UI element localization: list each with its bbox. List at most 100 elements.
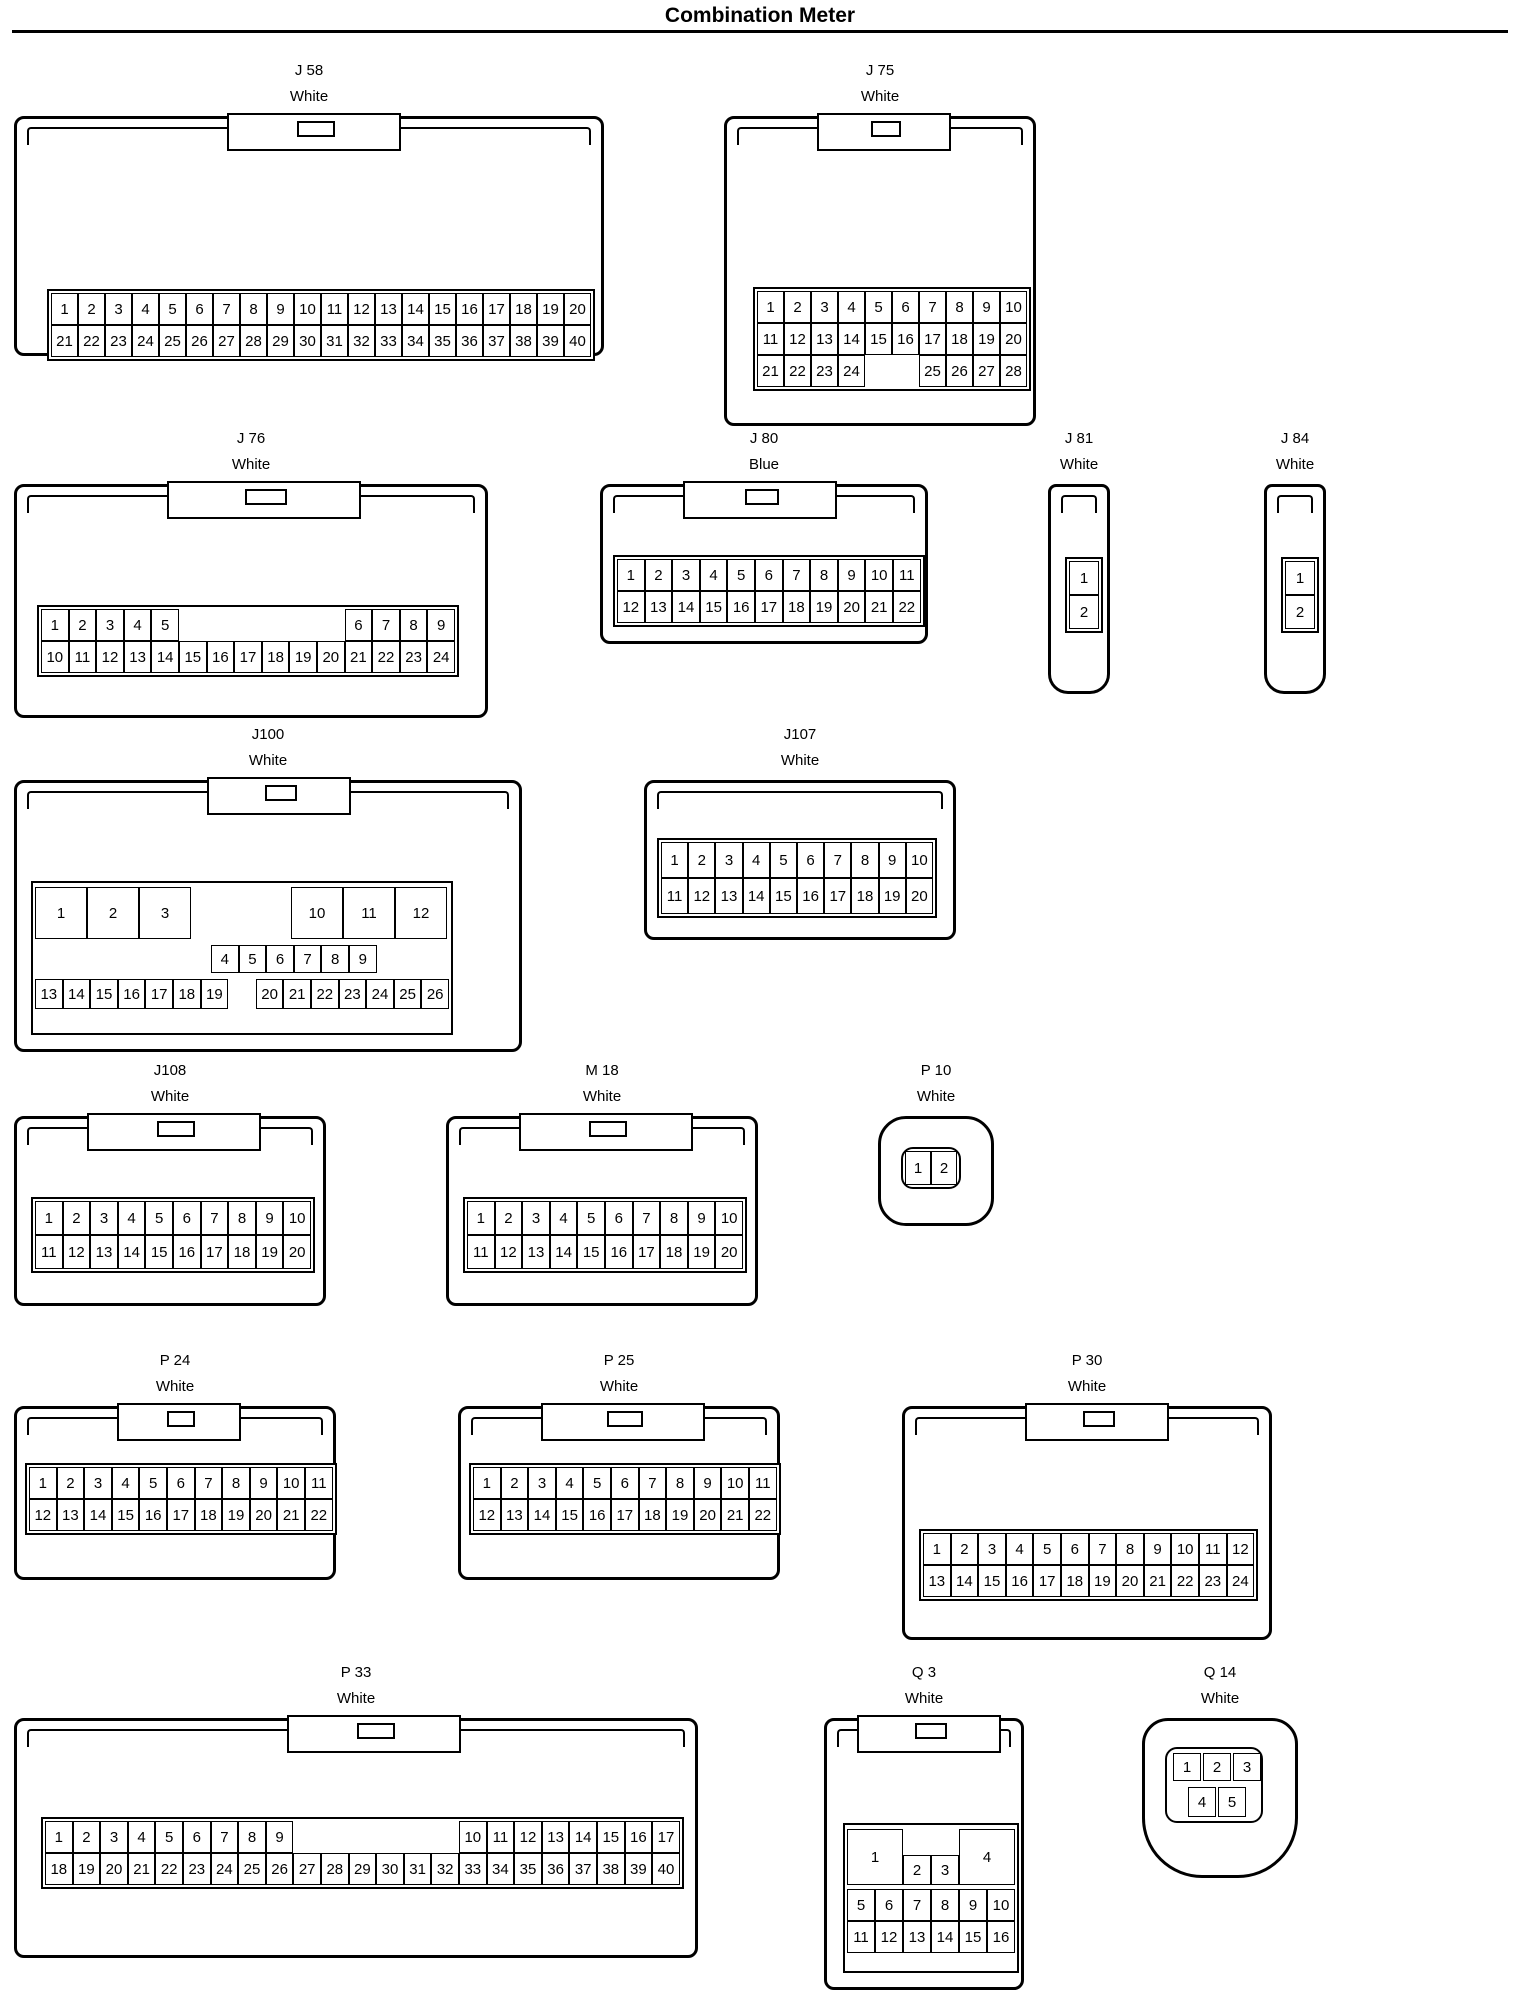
pin-19: 19 xyxy=(666,1499,694,1531)
connector-color: White xyxy=(1200,1690,1240,1707)
locking-tab xyxy=(519,1113,693,1151)
pin-20: 20 xyxy=(100,1853,128,1885)
pin-23: 23 xyxy=(183,1853,211,1885)
pin-20: 20 xyxy=(317,641,345,673)
pin-19: 19 xyxy=(72,1853,101,1885)
locking-tab xyxy=(541,1403,705,1441)
pin-7: 7 xyxy=(194,1467,223,1499)
pin-14: 14 xyxy=(742,878,770,914)
pin-23: 23 xyxy=(811,355,838,387)
pin-17: 17 xyxy=(167,1499,195,1531)
pin-5: 5 xyxy=(583,1467,611,1499)
pin-9: 9 xyxy=(837,559,866,591)
pin-6: 6 xyxy=(186,293,213,325)
pin-18: 18 xyxy=(173,979,201,1009)
pin-22: 22 xyxy=(1171,1565,1199,1597)
pin-36: 36 xyxy=(456,325,483,357)
pin-25: 25 xyxy=(159,325,186,357)
pin-12: 12 xyxy=(688,878,716,914)
pin-10: 10 xyxy=(291,887,343,939)
pin-7: 7 xyxy=(782,559,811,591)
pin-6: 6 xyxy=(875,1889,903,1921)
connector-color: White xyxy=(582,1088,622,1105)
pin-13: 13 xyxy=(811,323,838,355)
pin-4: 4 xyxy=(123,609,152,641)
pin-19: 19 xyxy=(878,878,906,914)
connector-id: J 76 xyxy=(236,430,266,447)
pin-20: 20 xyxy=(905,878,933,914)
connector-color: White xyxy=(231,456,271,473)
pin-15: 15 xyxy=(429,293,456,325)
pin-15: 15 xyxy=(597,1821,625,1853)
pin-13: 13 xyxy=(56,1499,85,1531)
connector-color: White xyxy=(1067,1378,1107,1395)
pin-15: 15 xyxy=(111,1499,140,1531)
pin-27: 27 xyxy=(213,325,240,357)
pin-12: 12 xyxy=(494,1235,523,1269)
pin-1: 1 xyxy=(473,1467,501,1499)
pin-18: 18 xyxy=(194,1499,223,1531)
pin-12: 12 xyxy=(617,591,645,623)
pin-10: 10 xyxy=(1000,291,1027,323)
pin-24: 24 xyxy=(210,1853,239,1885)
pin-16: 16 xyxy=(892,323,919,355)
pin-2: 2 xyxy=(87,887,139,939)
connector-id: J 81 xyxy=(1064,430,1094,447)
pin-10: 10 xyxy=(905,842,933,878)
pin-10: 10 xyxy=(987,1889,1015,1921)
pin-18: 18 xyxy=(1061,1565,1089,1597)
pin-29: 29 xyxy=(348,1853,377,1885)
pin-5: 5 xyxy=(769,842,797,878)
pin-8: 8 xyxy=(931,1889,959,1921)
pin-13: 13 xyxy=(644,591,673,623)
pin-37: 37 xyxy=(483,325,510,357)
pin-13: 13 xyxy=(522,1235,550,1269)
pin-7: 7 xyxy=(213,293,240,325)
pin-7: 7 xyxy=(919,291,946,323)
pin-37: 37 xyxy=(569,1853,597,1885)
pin-1: 1 xyxy=(1173,1753,1201,1781)
pin-23: 23 xyxy=(399,641,428,673)
pin-4: 4 xyxy=(111,1467,140,1499)
pin-10: 10 xyxy=(1171,1533,1199,1565)
pin-21: 21 xyxy=(283,979,311,1009)
pin-7: 7 xyxy=(372,609,400,641)
pin-30: 30 xyxy=(294,325,321,357)
pin-15: 15 xyxy=(179,641,207,673)
connector-id: Q 3 xyxy=(911,1664,937,1681)
pin-6: 6 xyxy=(167,1467,195,1499)
pin-1: 1 xyxy=(923,1533,951,1565)
pin-6: 6 xyxy=(605,1201,633,1235)
pin-18: 18 xyxy=(851,878,879,914)
pin-2: 2 xyxy=(1203,1753,1231,1781)
pin-4: 4 xyxy=(1188,1787,1216,1817)
pin-8: 8 xyxy=(399,609,428,641)
pin-35: 35 xyxy=(429,325,456,357)
locking-tab xyxy=(117,1403,241,1441)
pin-14: 14 xyxy=(528,1499,556,1531)
connector-id: M 18 xyxy=(585,1062,619,1079)
pin-8: 8 xyxy=(238,1821,266,1853)
pin-17: 17 xyxy=(145,979,173,1009)
pin-38: 38 xyxy=(597,1853,625,1885)
pin-11: 11 xyxy=(35,1235,63,1269)
pin-5: 5 xyxy=(151,609,179,641)
pin-18: 18 xyxy=(261,641,290,673)
page-title: Combination Meter xyxy=(664,4,856,27)
pin-15: 15 xyxy=(90,979,118,1009)
